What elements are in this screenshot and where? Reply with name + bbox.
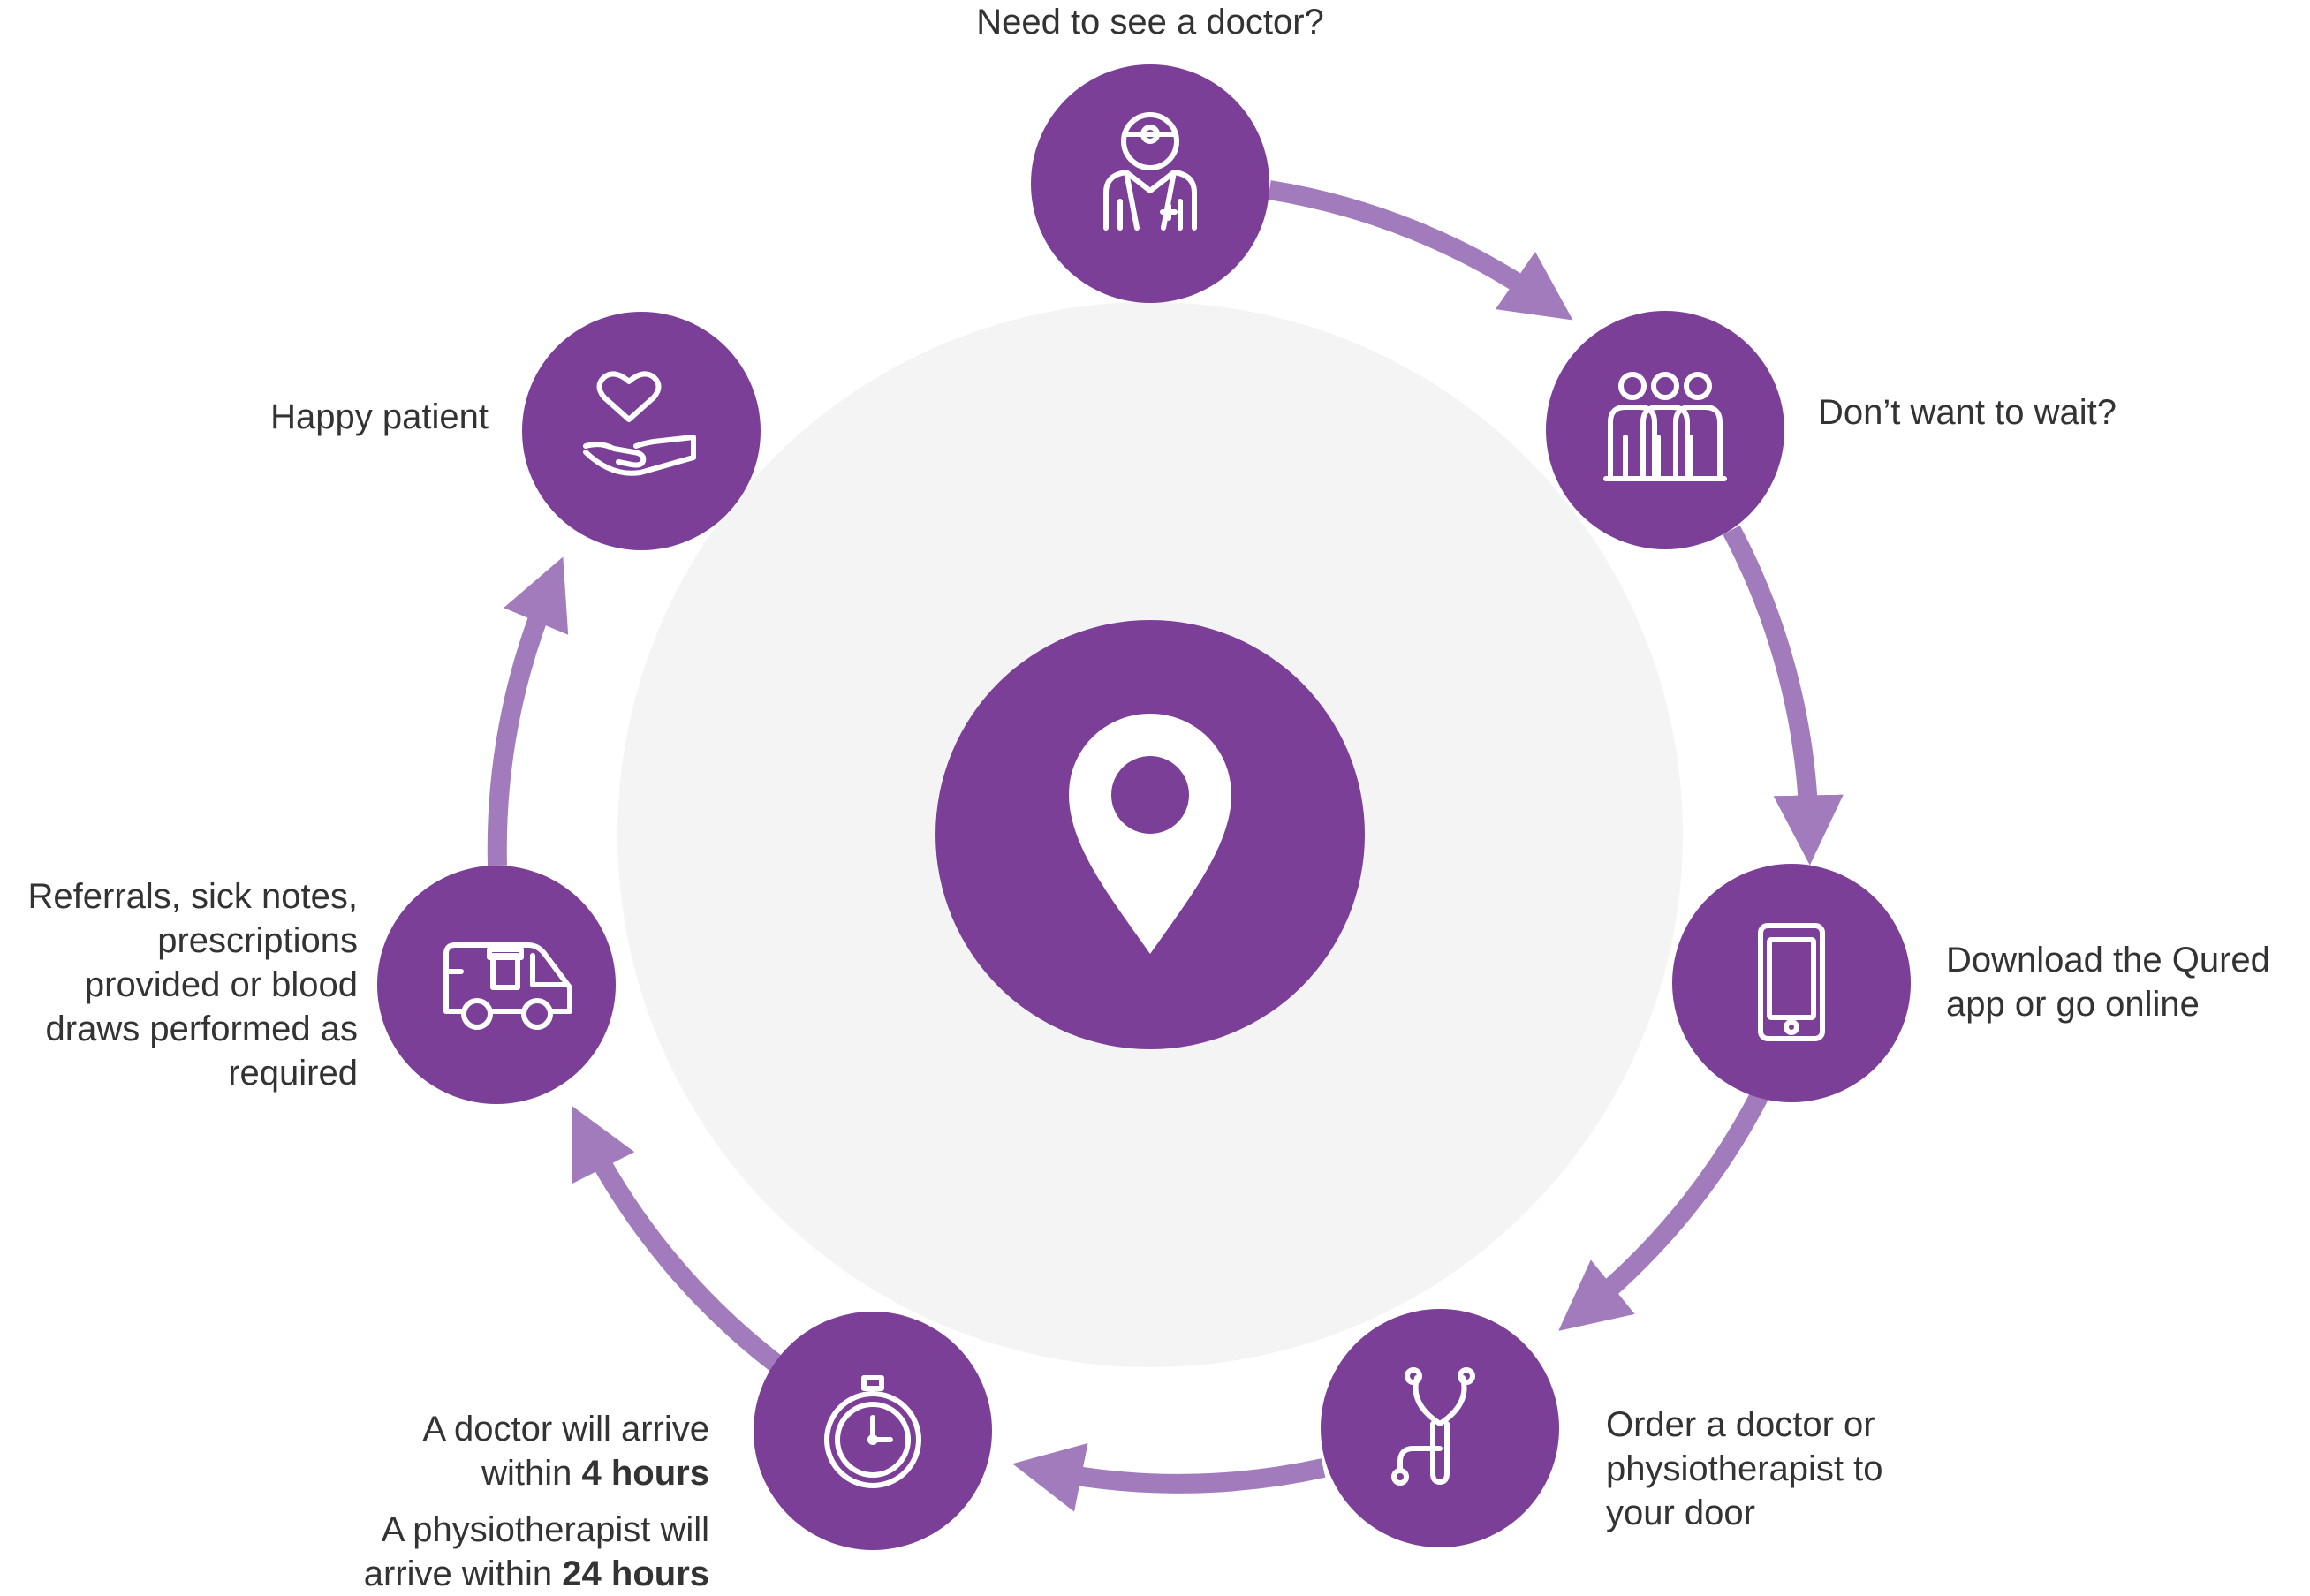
label-referrals: Referrals, sick notes, prescriptions pro… bbox=[0, 874, 358, 1095]
label-line: within 4 hours bbox=[265, 1451, 709, 1495]
label-dont-wait: Don’t want to wait? bbox=[1818, 390, 2277, 435]
smartphone-icon bbox=[1758, 923, 1825, 1041]
arrow-1-to-2 bbox=[1268, 180, 1573, 321]
step-node-order bbox=[1321, 1309, 1559, 1547]
arrow-2-to-3 bbox=[1723, 525, 1844, 866]
label-arrive-physio: A physiotherapist will arrive within 24 … bbox=[265, 1508, 709, 1596]
label-within: within bbox=[481, 1454, 582, 1493]
step-node-referrals bbox=[377, 866, 616, 1104]
arrow-6-to-7 bbox=[487, 556, 569, 866]
label-line: Order a doctor or bbox=[1606, 1405, 1875, 1444]
label-line: provided or blood bbox=[84, 965, 358, 1004]
label-physio-time: 24 hours bbox=[562, 1554, 709, 1593]
label-line: Need to see a doctor? bbox=[976, 3, 1324, 42]
label-happy: Happy patient bbox=[133, 395, 489, 439]
map-pin-icon bbox=[1069, 714, 1231, 954]
arrow-4-to-5 bbox=[1012, 1442, 1326, 1512]
stopwatch-icon bbox=[824, 1375, 921, 1488]
arrow-5-to-6 bbox=[571, 1105, 784, 1373]
label-line: A doctor will arrive bbox=[422, 1410, 709, 1449]
step-node-download bbox=[1672, 864, 1911, 1102]
step-node-dont-wait bbox=[1546, 311, 1784, 549]
label-line: draws performed as bbox=[45, 1010, 358, 1048]
stethoscope-icon bbox=[1391, 1367, 1475, 1486]
step-node-arrive bbox=[754, 1312, 992, 1550]
label-arrive-doctor: A doctor will arrive within 4 hours bbox=[265, 1407, 709, 1495]
label-line: Don’t want to wait? bbox=[1818, 393, 2117, 432]
label-within: arrive within bbox=[363, 1554, 563, 1593]
step-node-see-doctor bbox=[1031, 64, 1269, 303]
queue-people-icon bbox=[1603, 372, 1727, 481]
label-order: Order a doctor or physiotherapist to you… bbox=[1606, 1403, 2048, 1535]
label-line: required bbox=[228, 1054, 358, 1093]
doctor-icon bbox=[1103, 112, 1197, 231]
label-download: Download the Qured app or go online bbox=[1946, 938, 2299, 1026]
label-line: physiotherapist to bbox=[1606, 1449, 1883, 1488]
label-line: app or go online bbox=[1946, 985, 2200, 1024]
label-doctor-time: 4 hours bbox=[581, 1454, 709, 1493]
label-line: arrive within 24 hours bbox=[265, 1552, 709, 1596]
label-line: prescriptions bbox=[157, 921, 358, 960]
center-node bbox=[935, 620, 1365, 1049]
step-node-happy bbox=[522, 312, 761, 550]
heart-hand-icon bbox=[583, 371, 696, 476]
medical-van-icon bbox=[443, 942, 572, 1030]
label-line: Referrals, sick notes, bbox=[27, 877, 358, 916]
label-see-doctor: Need to see a doctor? bbox=[883, 0, 1417, 44]
arrow-3-to-4 bbox=[1558, 1090, 1768, 1331]
label-line: Happy patient bbox=[270, 397, 489, 436]
label-line: Download the Qured bbox=[1946, 941, 2270, 980]
label-line: your door bbox=[1606, 1494, 1755, 1532]
label-line: A physiotherapist will bbox=[381, 1510, 709, 1549]
